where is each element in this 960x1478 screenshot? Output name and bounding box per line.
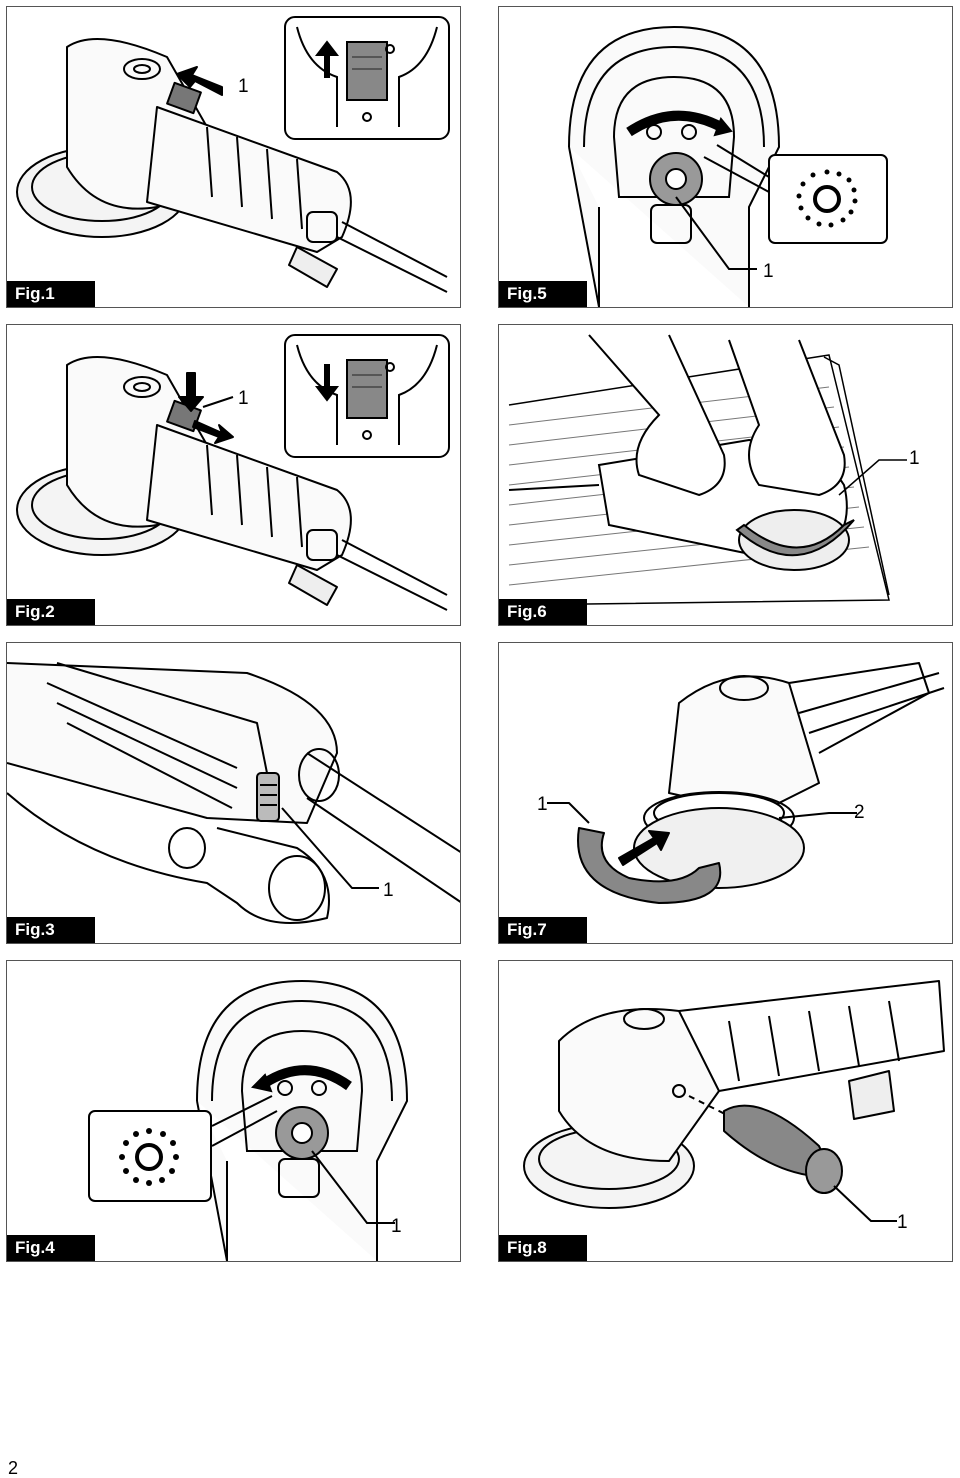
figure-5-illustration xyxy=(568,25,888,307)
callout-2: 2 xyxy=(854,802,865,823)
figure-2-illustration xyxy=(16,334,450,611)
figure-label: Fig.4 xyxy=(7,1235,95,1261)
figure-label: Fig.6 xyxy=(499,599,587,625)
figure-1-panel: 1 Fig.1 xyxy=(6,6,461,308)
figure-label: Fig.2 xyxy=(7,599,95,625)
figure-4-panel: 1 Fig.4 xyxy=(6,960,461,1262)
callout-1: 1 xyxy=(897,1212,908,1233)
figure-7-illustration xyxy=(547,662,945,904)
figure-6-illustration xyxy=(508,334,907,606)
figure-3-illustration xyxy=(7,662,460,924)
figure-label: Fig.5 xyxy=(499,281,587,307)
callout-1: 1 xyxy=(537,794,548,815)
callout-1: 1 xyxy=(763,261,774,282)
callout-1: 1 xyxy=(391,1216,402,1237)
figure-label: Fig.8 xyxy=(499,1235,587,1261)
figure-8-illustration xyxy=(523,980,945,1222)
figure-7-panel: 1 2 Fig.7 xyxy=(498,642,953,944)
figure-label: Fig.1 xyxy=(7,281,95,307)
figure-8-panel: 1 Fig.8 xyxy=(498,960,953,1262)
figure-2-panel: 1 Fig.2 xyxy=(6,324,461,626)
figure-4-illustration xyxy=(88,979,409,1261)
callout-1: 1 xyxy=(238,76,249,97)
callout-1: 1 xyxy=(909,448,920,469)
figure-6-panel: 1 Fig.6 xyxy=(498,324,953,626)
figure-3-panel: 1 Fig.3 xyxy=(6,642,461,944)
figure-label: Fig.7 xyxy=(499,917,587,943)
figure-label: Fig.3 xyxy=(7,917,95,943)
page-number: 2 xyxy=(8,1458,19,1478)
callout-1: 1 xyxy=(238,388,249,409)
callout-1: 1 xyxy=(383,880,394,901)
figure-5-panel: 1 Fig.5 xyxy=(498,6,953,308)
figure-1-illustration xyxy=(16,16,450,293)
